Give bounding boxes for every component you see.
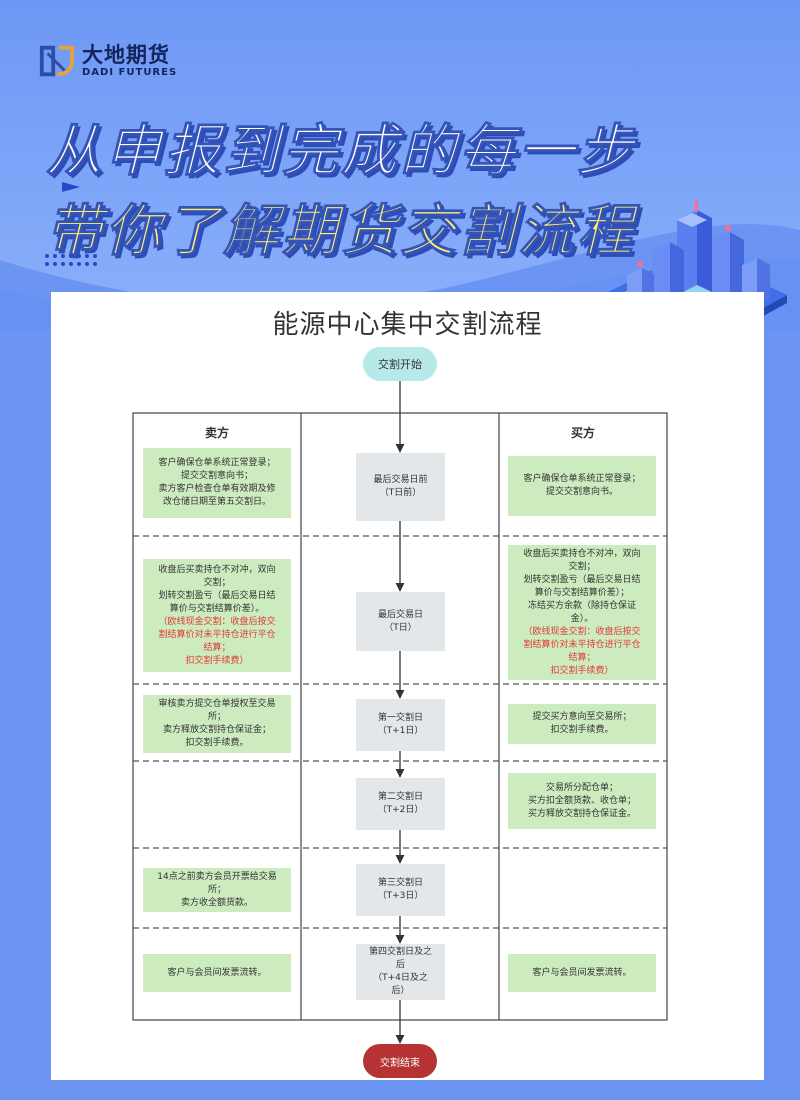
start-node: 交割开始: [363, 347, 437, 381]
headline-line-1: 从申报到完成的每一步: [46, 119, 636, 184]
seller-step-t-before: 客户确保仓单系统正常登录；提交交割意向书； 卖方客户检查仓单有效期及修改仓储日期…: [143, 448, 291, 518]
buyer-step-t: 收盘后买卖持仓不对冲，双向交割； 划转交割盈亏（最后交易日结算价与交割结算价差）…: [508, 545, 656, 680]
seller-step-t: 收盘后买卖持仓不对冲，双向交割； 划转交割盈亏（最后交易日结算价与交割结算价差）…: [143, 559, 291, 672]
headline-line-2: 带你了解期货交割流程: [46, 199, 636, 264]
buyer-step-t-plus-1: 提交买方意向至交易所；扣交割手续费。: [508, 704, 656, 744]
brand-name-cn: 大地期货: [82, 42, 170, 67]
buyer-step-t-plus-4: 客户与会员间发票流转。: [508, 954, 656, 992]
flowchart-card: 能源中心集中交割流程 交割开始 交割结束 卖方 买方: [51, 292, 764, 1080]
dot-pattern-decoration: [45, 254, 97, 266]
triangle-decoration: [62, 182, 80, 192]
stage-node-t-before: 最后交易日前（T日前）: [356, 453, 445, 521]
diagram-title: 能源中心集中交割流程: [272, 310, 543, 340]
buyer-step-t-before: 客户确保仓单系统正常登录；提交交割意向书。: [508, 456, 656, 516]
seller-step-t-plus-3: 14点之前卖方会员开票给交易所； 卖方收全额货款。: [143, 868, 291, 912]
stage-node-t-plus-3: 第三交割日（T+3日）: [356, 864, 445, 916]
stage-node-t: 最后交易日（T日）: [356, 592, 445, 651]
end-node: 交割结束: [363, 1044, 437, 1078]
logo-icon: [39, 45, 75, 77]
buyer-lane-header: 买方: [570, 426, 595, 440]
seller-lane-header: 卖方: [204, 426, 229, 440]
seller-step-t-plus-4: 客户与会员间发票流转。: [143, 954, 291, 992]
brand-name-en: DADI FUTURES: [82, 66, 178, 78]
buyer-step-t-plus-2: 交易所分配仓单；买方扣全额货款、收仓单； 买方释放交割持仓保证金。: [508, 773, 656, 829]
stage-node-t-plus-2: 第二交割日（T+2日）: [356, 778, 445, 830]
stage-node-t-plus-4: 第四交割日及之后 （T+4日及之后）: [356, 944, 445, 1000]
brand-logo: 大地期货 DADI FUTURES: [38, 42, 177, 80]
stage-node-t-plus-1: 第一交割日（T+1日）: [356, 699, 445, 751]
flowchart-lines: [132, 381, 668, 1044]
seller-step-t-plus-1: 审核卖方提交仓单授权至交易所； 卖方释放交割持仓保证金；扣交割手续费。: [143, 695, 291, 753]
